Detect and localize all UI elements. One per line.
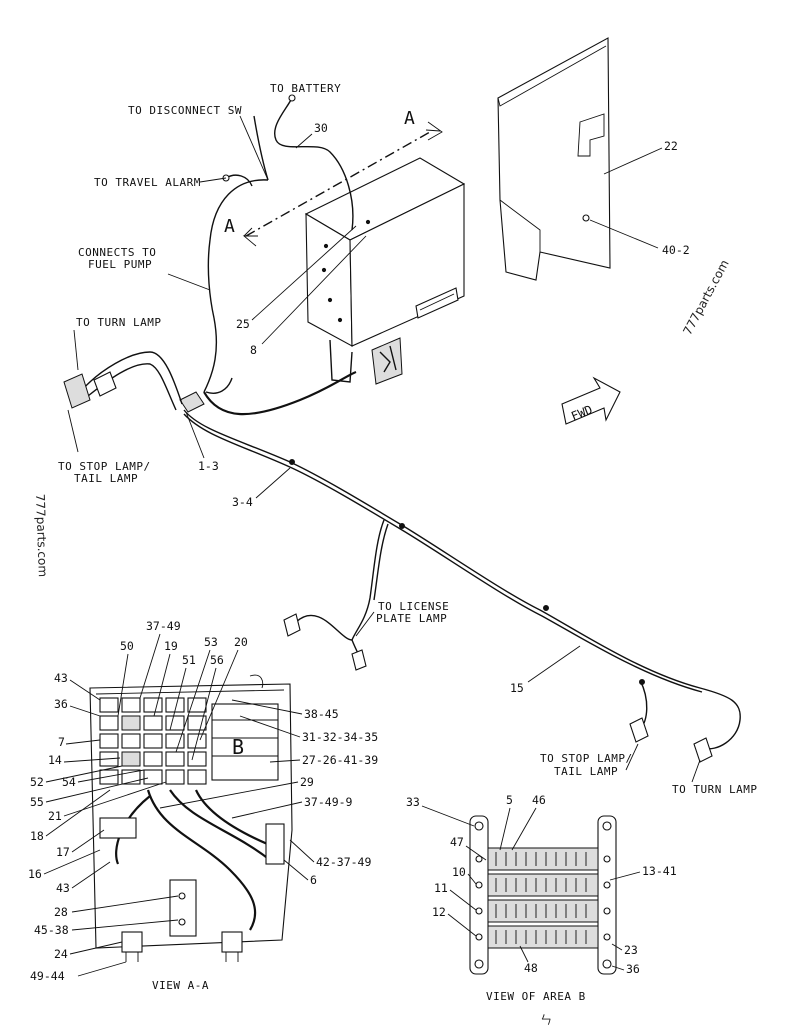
callout-10: 10 [452,865,466,879]
callout-37-49: 37-49 [146,619,181,633]
callout-21: 21 [48,809,62,823]
caption-license-1: TO LICENSE [378,600,449,613]
section-a-label-left: A [224,216,235,237]
callout-27-26-41-39: 27-26-41-39 [302,753,378,767]
callout-33: 33 [406,795,420,809]
caption-stop-lamp-left-1: TO STOP LAMP/ [58,460,151,473]
callout-43-bottom: 43 [56,881,70,895]
callout-31-32-34-35: 31-32-34-35 [302,730,378,744]
caption-to-battery: TO BATTERY [270,82,341,95]
cover-plate [497,37,611,281]
box-b-label: B [232,735,244,759]
caption-turn-lamp-left: TO TURN LAMP [76,316,161,329]
callout-8: 8 [250,343,257,357]
callout-54: 54 [62,775,76,789]
callout-17: 17 [56,845,70,859]
callout-24: 24 [54,947,68,961]
callout-43-top: 43 [54,671,68,685]
callout-12: 12 [432,905,446,919]
callout-48: 48 [524,961,538,975]
callout-47: 47 [450,835,464,849]
section-a-label-top: A [404,108,415,129]
view-b-title: VIEW OF AREA B [486,990,586,1003]
callout-25: 25 [236,317,250,331]
section-line-a: A A [224,108,443,247]
view-area-b: VIEW OF AREA B [469,815,617,1003]
callout-29: 29 [300,775,314,789]
fuse-strips [475,847,611,949]
callout-28: 28 [54,905,68,919]
callout-51: 51 [182,653,196,667]
callout-6: 6 [310,873,317,887]
watermark-left: 777parts.com [33,494,50,578]
battery-box [304,157,466,385]
callout-53: 53 [204,635,218,649]
callout-14: 14 [48,753,62,767]
callout-49-44: 49-44 [30,969,65,983]
callout-37-49-9: 37-49-9 [304,795,353,809]
callout-5: 5 [506,793,513,807]
captions: TO BATTERY TO DISCONNECT SW TO TRAVEL AL… [58,82,757,796]
callout-22: 22 [664,139,678,153]
callout-23: 23 [624,943,638,957]
caption-turn-lamp-right: TO TURN LAMP [672,783,757,796]
callout-45-38: 45-38 [34,923,69,937]
view-aa-title: VIEW A-A [152,979,209,992]
callouts-view-aa: 37-49 50 19 53 20 51 56 43 36 7 14 52 54… [28,619,378,983]
relay-grid [99,697,207,785]
view-a-a: B VIEW A-A [89,674,293,992]
callout-50: 50 [120,639,134,653]
callout-46: 46 [532,793,546,807]
callout-3-4: 3-4 [232,495,253,509]
callout-42-37-49: 42-37-49 [316,855,371,869]
callout-1-3: 1-3 [198,459,219,473]
callout-38-45: 38-45 [304,707,339,721]
callout-36-left: 36 [54,697,68,711]
callout-36-right: 36 [626,962,640,976]
caption-connects-1: CONNECTS TO [78,246,156,259]
caption-license-2: PLATE LAMP [376,612,447,625]
caption-stop-lamp-left-2: TAIL LAMP [74,472,138,485]
callouts-top: 30 22 40-2 25 8 1-3 3-4 15 [185,121,690,695]
callout-30: 30 [314,121,328,135]
caption-stop-lamp-right-1: TO STOP LAMP/ [540,752,633,765]
callout-20: 20 [234,635,248,649]
callout-55: 55 [30,795,44,809]
caption-to-disconnect: TO DISCONNECT SW [128,104,242,117]
callout-40-2: 40-2 [662,243,690,257]
callout-19: 19 [164,639,178,653]
callout-52: 52 [30,775,44,789]
callout-16: 16 [28,867,42,881]
caption-stop-lamp-right-2: TAIL LAMP [554,765,618,778]
callout-15: 15 [510,681,524,695]
caption-connects-2: FUEL PUMP [88,258,152,271]
callout-18: 18 [30,829,44,843]
wiring-harness [63,94,741,763]
watermark-right: 777parts.com [680,257,731,337]
forward-arrow: FWD [561,376,621,425]
callout-7: 7 [58,735,65,749]
callout-11: 11 [434,881,448,895]
callout-13-41: 13-41 [642,864,677,878]
callouts-view-b: 33 5 46 47 10 11 12 13-41 23 36 48 [406,793,677,976]
watermark-bottom: ㄣ [540,1013,552,1027]
callout-56: 56 [210,653,224,667]
caption-travel-alarm: TO TRAVEL ALARM [94,176,201,189]
